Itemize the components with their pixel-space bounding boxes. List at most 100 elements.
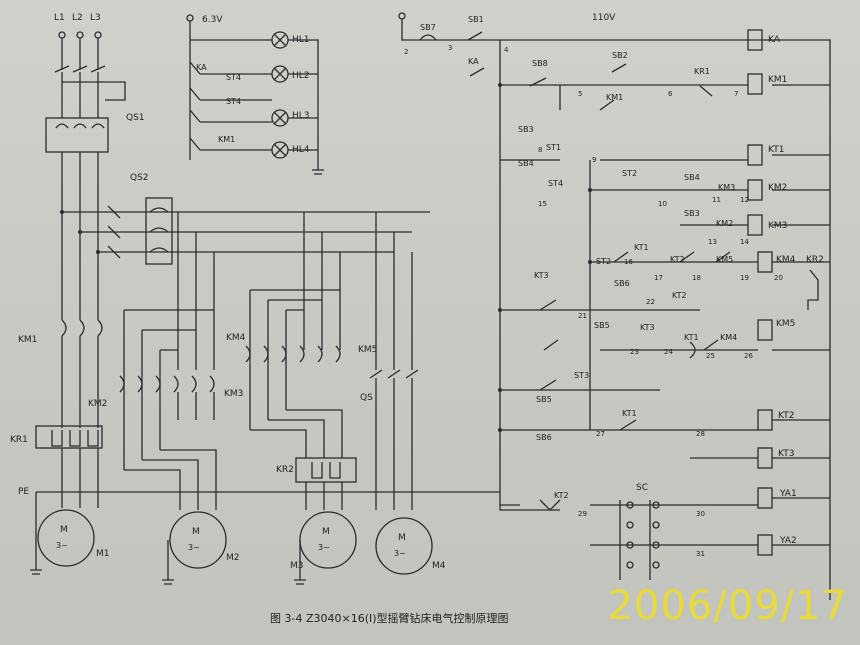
svg-text:KT1: KT1 [622, 409, 637, 418]
svg-text:KM2: KM2 [716, 219, 733, 228]
svg-text:23: 23 [630, 348, 639, 356]
svg-text:KM5: KM5 [776, 319, 795, 329]
svg-text:KA: KA [768, 35, 781, 45]
svg-text:11: 11 [712, 196, 721, 204]
svg-text:SB6: SB6 [536, 433, 552, 442]
svg-text:KM4: KM4 [720, 333, 737, 342]
svg-text:ST4: ST4 [226, 73, 241, 82]
svg-text:KM1: KM1 [218, 135, 235, 144]
svg-text:12: 12 [740, 196, 749, 204]
terminal-l1-label: L1 [54, 13, 65, 23]
qs2-label: QS2 [130, 173, 149, 183]
kr1-block [35, 425, 103, 449]
date-stamp: 2006/09/17 [607, 583, 848, 629]
km3-power-label: KM3 [224, 389, 243, 399]
svg-text:SB7: SB7 [420, 23, 436, 32]
svg-text:ST4: ST4 [226, 97, 241, 106]
svg-text:SB3: SB3 [518, 125, 534, 134]
svg-text:19: 19 [740, 274, 749, 282]
svg-text:KT2: KT2 [672, 291, 687, 300]
control-circuit: 110V SB7 SB1 KA SB8 SB2 KR1 KM1 KA KM1 K… [398, 12, 831, 600]
svg-text:3~: 3~ [188, 543, 200, 552]
svg-text:SB5: SB5 [594, 321, 610, 330]
svg-text:SB6: SB6 [614, 279, 630, 288]
svg-text:YA2: YA2 [779, 536, 797, 546]
svg-text:KM2: KM2 [768, 183, 787, 193]
svg-text:14: 14 [740, 238, 749, 246]
svg-text:8: 8 [538, 146, 542, 154]
svg-text:KT1: KT1 [634, 243, 649, 252]
figure-caption: 图 3-4 Z3040×16(Ⅰ)型摇臂钻床电气控制原理图 [270, 612, 509, 625]
svg-text:27: 27 [596, 430, 605, 438]
svg-text:KT2: KT2 [778, 411, 794, 421]
svg-text:KA: KA [196, 63, 207, 72]
motor-m4-label: M4 [432, 561, 446, 571]
svg-text:16: 16 [624, 258, 633, 266]
kr2-contact [807, 269, 819, 310]
svg-text:KM1: KM1 [768, 75, 787, 85]
qs2-fuse-block [145, 197, 173, 265]
svg-text:7: 7 [734, 90, 738, 98]
motor-m4: M 3~ M4 [375, 517, 446, 575]
svg-text:3~: 3~ [394, 549, 406, 558]
svg-text:3~: 3~ [56, 541, 68, 550]
svg-text:SB2: SB2 [612, 51, 628, 60]
kr1-label: KR1 [10, 435, 28, 445]
motor-m1-label: M1 [96, 549, 110, 559]
svg-text:KT3: KT3 [640, 323, 655, 332]
svg-text:31: 31 [696, 550, 705, 558]
coil-kt3 [757, 447, 773, 469]
terminal-l2-label: L2 [72, 13, 83, 23]
svg-text:2: 2 [404, 48, 408, 56]
svg-text:KR1: KR1 [694, 67, 710, 76]
svg-text:24: 24 [664, 348, 673, 356]
svg-text:KM3: KM3 [718, 183, 735, 192]
km4-power-label: KM4 [226, 333, 246, 343]
svg-text:25: 25 [706, 352, 715, 360]
svg-text:29: 29 [578, 510, 587, 518]
svg-text:KM5: KM5 [716, 255, 733, 264]
motor-m2: M 3~ M2 [169, 511, 240, 569]
svg-text:4: 4 [504, 46, 509, 54]
svg-text:13: 13 [708, 238, 717, 246]
coil-kt2 [757, 409, 773, 431]
svg-text:HL2: HL2 [292, 71, 310, 81]
svg-text:15: 15 [538, 200, 547, 208]
svg-text:KM1: KM1 [606, 93, 623, 102]
lamp-circuit: 6.3V KA ST4 ST4 KM1 HL1 HL2 HL3 HL4 [186, 14, 324, 175]
svg-text:30: 30 [696, 510, 705, 518]
svg-text:5: 5 [578, 90, 582, 98]
km1-power-label: KM1 [18, 335, 37, 345]
svg-text:SB4: SB4 [518, 159, 534, 168]
svg-text:SB1: SB1 [468, 15, 484, 24]
svg-text:KM3: KM3 [768, 221, 787, 231]
svg-text:M: M [60, 525, 68, 535]
supply-terminals: L1 L2 L3 [54, 13, 102, 39]
kr2-power-label: KR2 [276, 465, 294, 475]
svg-text:ST3: ST3 [574, 371, 589, 380]
svg-text:SB4: SB4 [684, 173, 700, 182]
coil-km5 [757, 319, 773, 341]
lamp-voltage-label: 6.3V [202, 15, 223, 25]
svg-text:28: 28 [696, 430, 705, 438]
svg-text:ST1: ST1 [546, 143, 561, 152]
svg-text:17: 17 [654, 274, 663, 282]
qs-label: QS [360, 393, 373, 403]
svg-text:26: 26 [744, 352, 753, 360]
coil-km4 [757, 251, 773, 273]
coil-ya1 [757, 487, 773, 509]
kt2-contact-bottom [539, 499, 561, 511]
svg-text:22: 22 [646, 298, 655, 306]
coil-km2 [747, 179, 763, 201]
svg-text:KR2: KR2 [806, 255, 824, 265]
svg-text:6: 6 [668, 90, 673, 98]
svg-text:3~: 3~ [318, 543, 330, 552]
svg-text:KA: KA [468, 57, 479, 66]
svg-text:KT2: KT2 [554, 491, 569, 500]
km5-power-label: KM5 [358, 345, 377, 355]
svg-text:M: M [398, 533, 406, 543]
svg-text:20: 20 [774, 274, 783, 282]
coil-ka [747, 29, 763, 51]
